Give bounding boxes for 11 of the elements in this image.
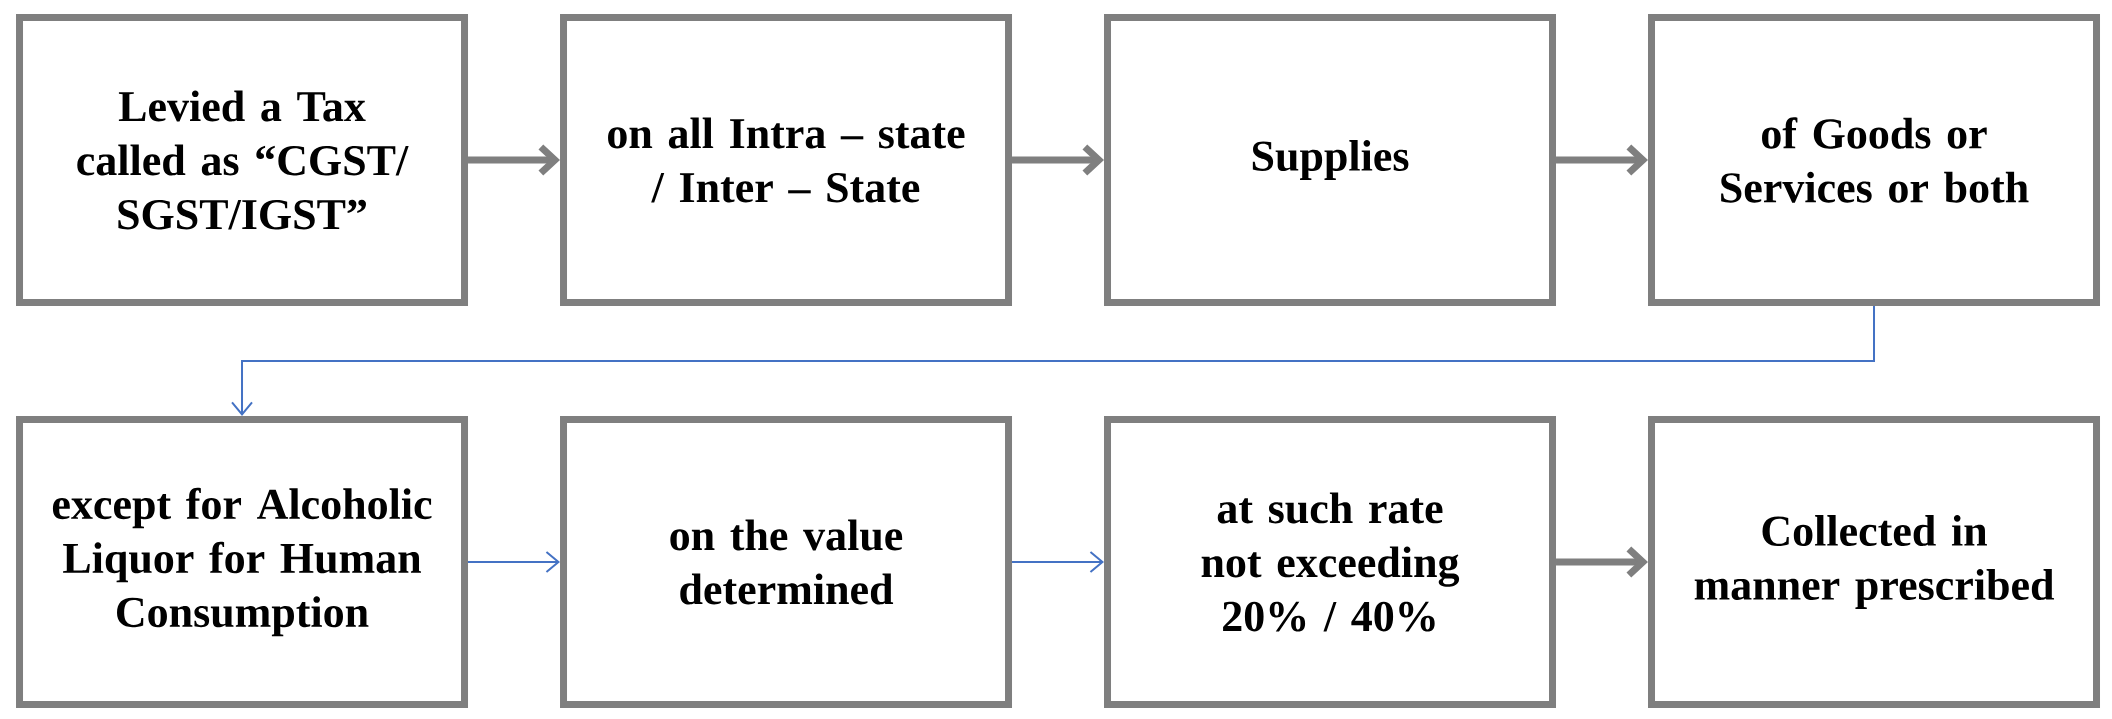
process-box: on all Intra – state / Inter – State	[560, 14, 1012, 306]
process-box: Levied a Tax called as “CGST/ SGST/IGST”	[16, 14, 468, 306]
arrow	[231, 305, 1875, 416]
process-box: Supplies	[1104, 14, 1556, 306]
process-box: of Goods or Services or both	[1648, 14, 2100, 306]
arrow	[467, 551, 560, 573]
process-box: Collected in manner prescribed	[1648, 416, 2100, 708]
process-box: except for Alcoholic Liquor for Human Consumption	[16, 416, 468, 708]
process-box: on the value determined	[560, 416, 1012, 708]
process-box: at such rate not exceeding 20% / 40%	[1104, 416, 1556, 708]
arrow	[1011, 551, 1104, 573]
